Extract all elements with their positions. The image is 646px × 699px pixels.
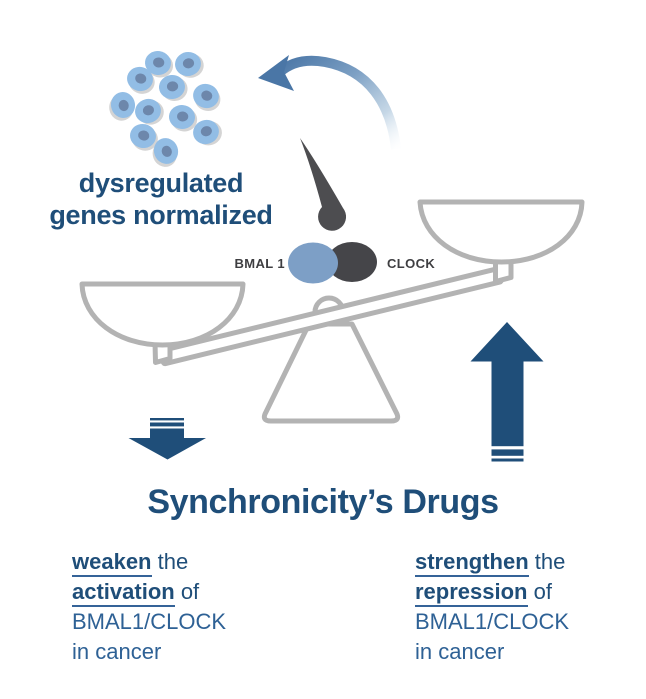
right-effect-line-3: BMAL1/CLOCK [415,609,570,634]
bmal1-label: BMAL 1 [234,256,285,271]
small-down-arrow-icon [128,418,206,460]
left-effect-line-4: in cancer [72,639,162,664]
cancer-cells-cluster-icon [106,49,226,171]
caption-line-2: genes normalized [49,200,273,230]
balance-scale-icon [79,199,585,424]
bmal1-protein-icon [288,242,338,284]
left-effect-line-1: weaken the [72,547,302,577]
counterclockwise-curved-arrow-icon [258,55,401,150]
scale-right-stem [493,259,514,284]
right-effect-line-4: in cancer [415,639,505,664]
right-effect-line-2: repression of [415,577,645,607]
activation-emphasis: activation [72,579,175,607]
normalized-genes-caption: dysregulated genes normalized [0,167,322,231]
scale-right-pan [417,199,585,265]
weaken-activation-text: weaken the activation of BMAL1/CLOCK in … [72,547,302,667]
scale-fulcrum [261,321,401,424]
strengthen-repression-text: strengthen the repression of BMAL1/CLOCK… [415,547,645,667]
left-effect-line-2: activation of [72,577,302,607]
clock-protein-icon [327,242,377,282]
weaken-emphasis: weaken [72,549,152,577]
scale-left-pan [79,281,246,348]
strengthen-emphasis: strengthen [415,549,529,577]
right-effect-line-1: strengthen the [415,547,645,577]
caption-line-1: dysregulated [78,168,244,198]
clock-label: CLOCK [387,256,436,271]
large-up-arrow-icon [470,322,544,462]
balance-needle-icon [300,138,347,231]
repression-emphasis: repression [415,579,528,607]
left-effect-line-3: BMAL1/CLOCK [72,609,227,634]
page-title: Synchronicity’s Drugs [147,483,499,521]
